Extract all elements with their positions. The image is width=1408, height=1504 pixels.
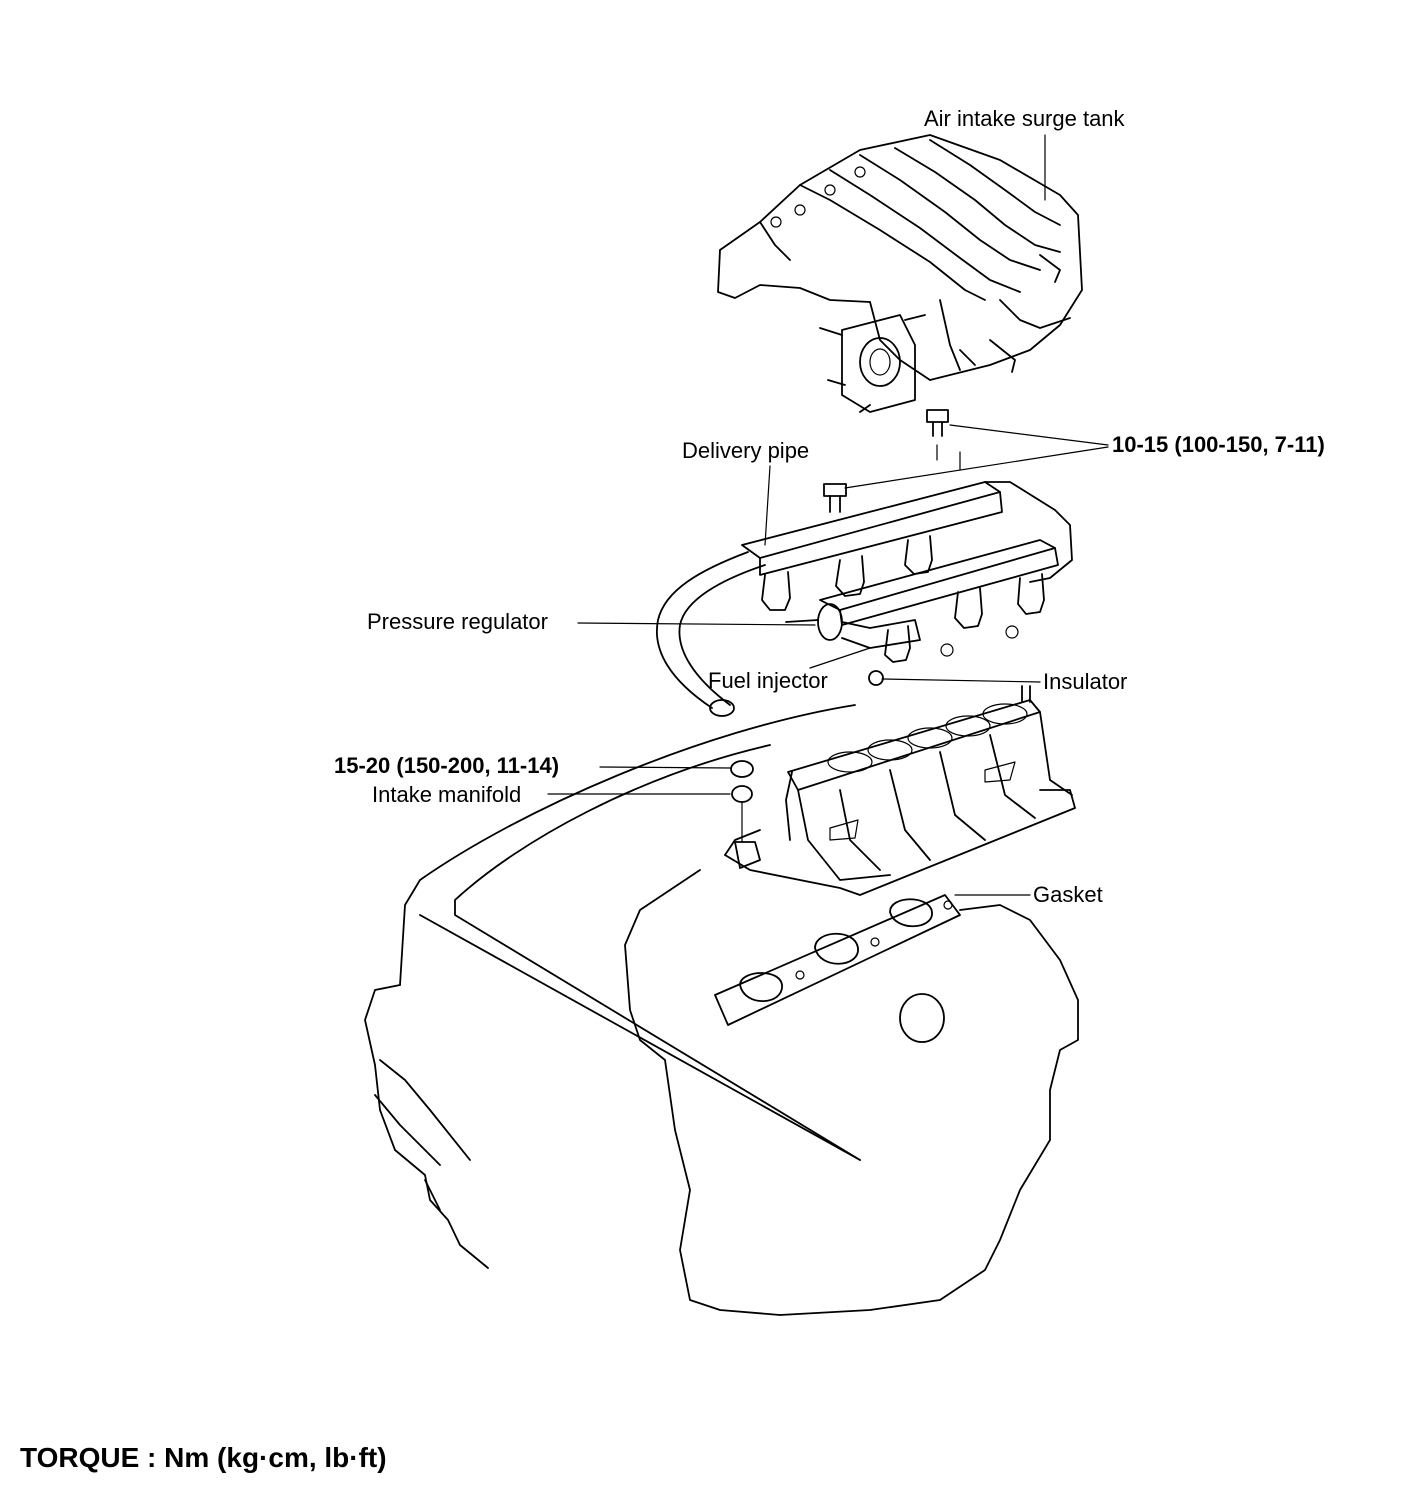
label-torque-upper: 10-15 (100-150, 7-11) xyxy=(1112,432,1325,457)
label-torque-lower: 15-20 (150-200, 11-14) xyxy=(334,753,560,778)
leader-lines xyxy=(547,134,1109,896)
insulator-ring xyxy=(868,670,884,686)
delivery-pipe-drawing xyxy=(656,481,1073,717)
label-delivery-pipe: Delivery pipe xyxy=(682,438,810,463)
label-gasket: Gasket xyxy=(1033,882,1103,907)
surge-tank-drawing xyxy=(717,134,1083,413)
torque-unit-note: TORQUE : Nm (kg·cm, lb·ft) xyxy=(20,1442,387,1473)
label-fuel-injector: Fuel injector xyxy=(708,668,828,693)
label-insulator: Insulator xyxy=(1043,669,1128,694)
label-surge-tank: Air intake surge tank xyxy=(924,106,1125,131)
engine-block-outline xyxy=(364,704,1079,1316)
label-intake-manifold: Intake manifold xyxy=(372,782,522,807)
intake-manifold-drawing xyxy=(724,685,1076,896)
upper-mounting-bolts xyxy=(823,409,961,513)
gasket-drawing xyxy=(714,894,961,1026)
label-pressure-regulator: Pressure regulator xyxy=(367,609,548,634)
